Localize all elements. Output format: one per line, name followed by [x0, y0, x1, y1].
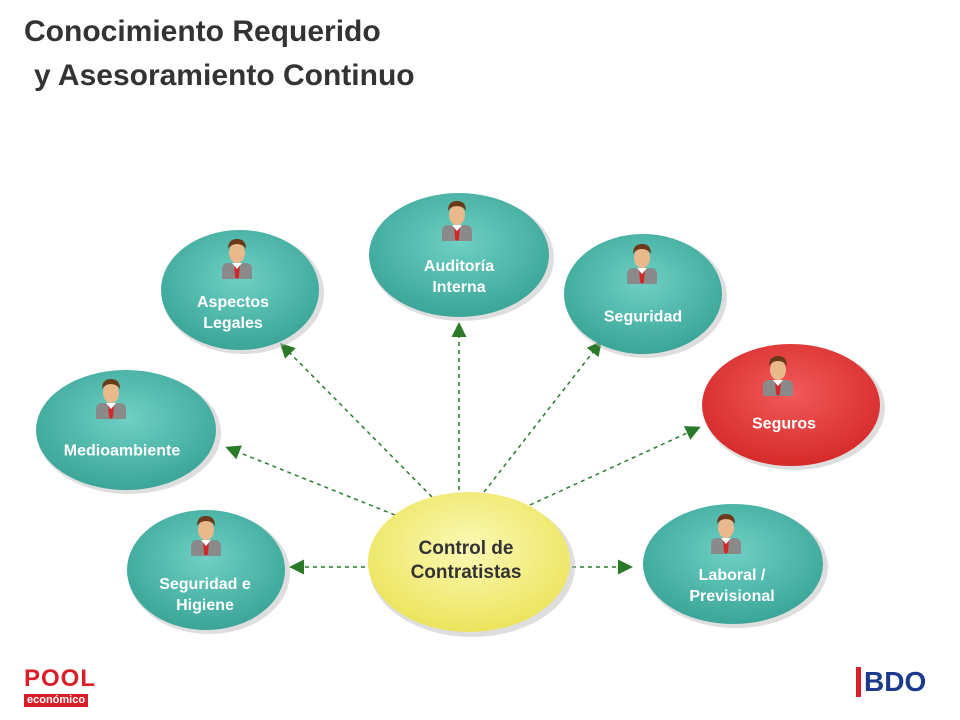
node-seguridad	[564, 234, 727, 358]
node-label-seguridad: Seguridad	[603, 308, 683, 326]
node-label-seg-higiene: Seguridad e Higiene	[159, 576, 251, 614]
node-seguros	[702, 344, 885, 470]
title-line-2: y Asesoramiento Continuo	[34, 59, 415, 92]
pool-economico-logo: POOL económico	[24, 665, 104, 708]
node-laboral	[643, 504, 828, 628]
node-seg-higiene	[127, 510, 290, 634]
title-line-1: Conocimiento Requerido	[24, 15, 381, 48]
node-medioambiente	[36, 370, 221, 494]
arrow-to-medioambiente	[225, 445, 396, 516]
node-center	[368, 492, 575, 637]
page-title: Conocimiento Requerido y Asesoramiento C…	[24, 10, 415, 98]
arrow-to-aspectos	[279, 342, 433, 498]
bdo-logo: BDO	[856, 667, 926, 697]
node-auditoria	[369, 193, 554, 321]
pool-logo-top: POOL	[24, 665, 97, 692]
arrow-to-seguridad	[483, 340, 602, 493]
arrows	[225, 322, 701, 575]
arrow-to-seguros	[529, 426, 701, 506]
pool-logo-bottom: económico	[24, 694, 89, 707]
node-aspectos	[161, 230, 324, 354]
node-label-medioambiente: Medioambiente	[63, 442, 181, 460]
node-label-seguros: Seguros	[751, 415, 817, 433]
center-label: Control de Contratistas	[410, 538, 522, 583]
node-label-aspectos: Aspectos Legales	[196, 294, 270, 332]
node-label-laboral: Laboral / Previsional	[689, 567, 775, 605]
node-label-auditoria: Auditoría Interna	[423, 258, 495, 296]
